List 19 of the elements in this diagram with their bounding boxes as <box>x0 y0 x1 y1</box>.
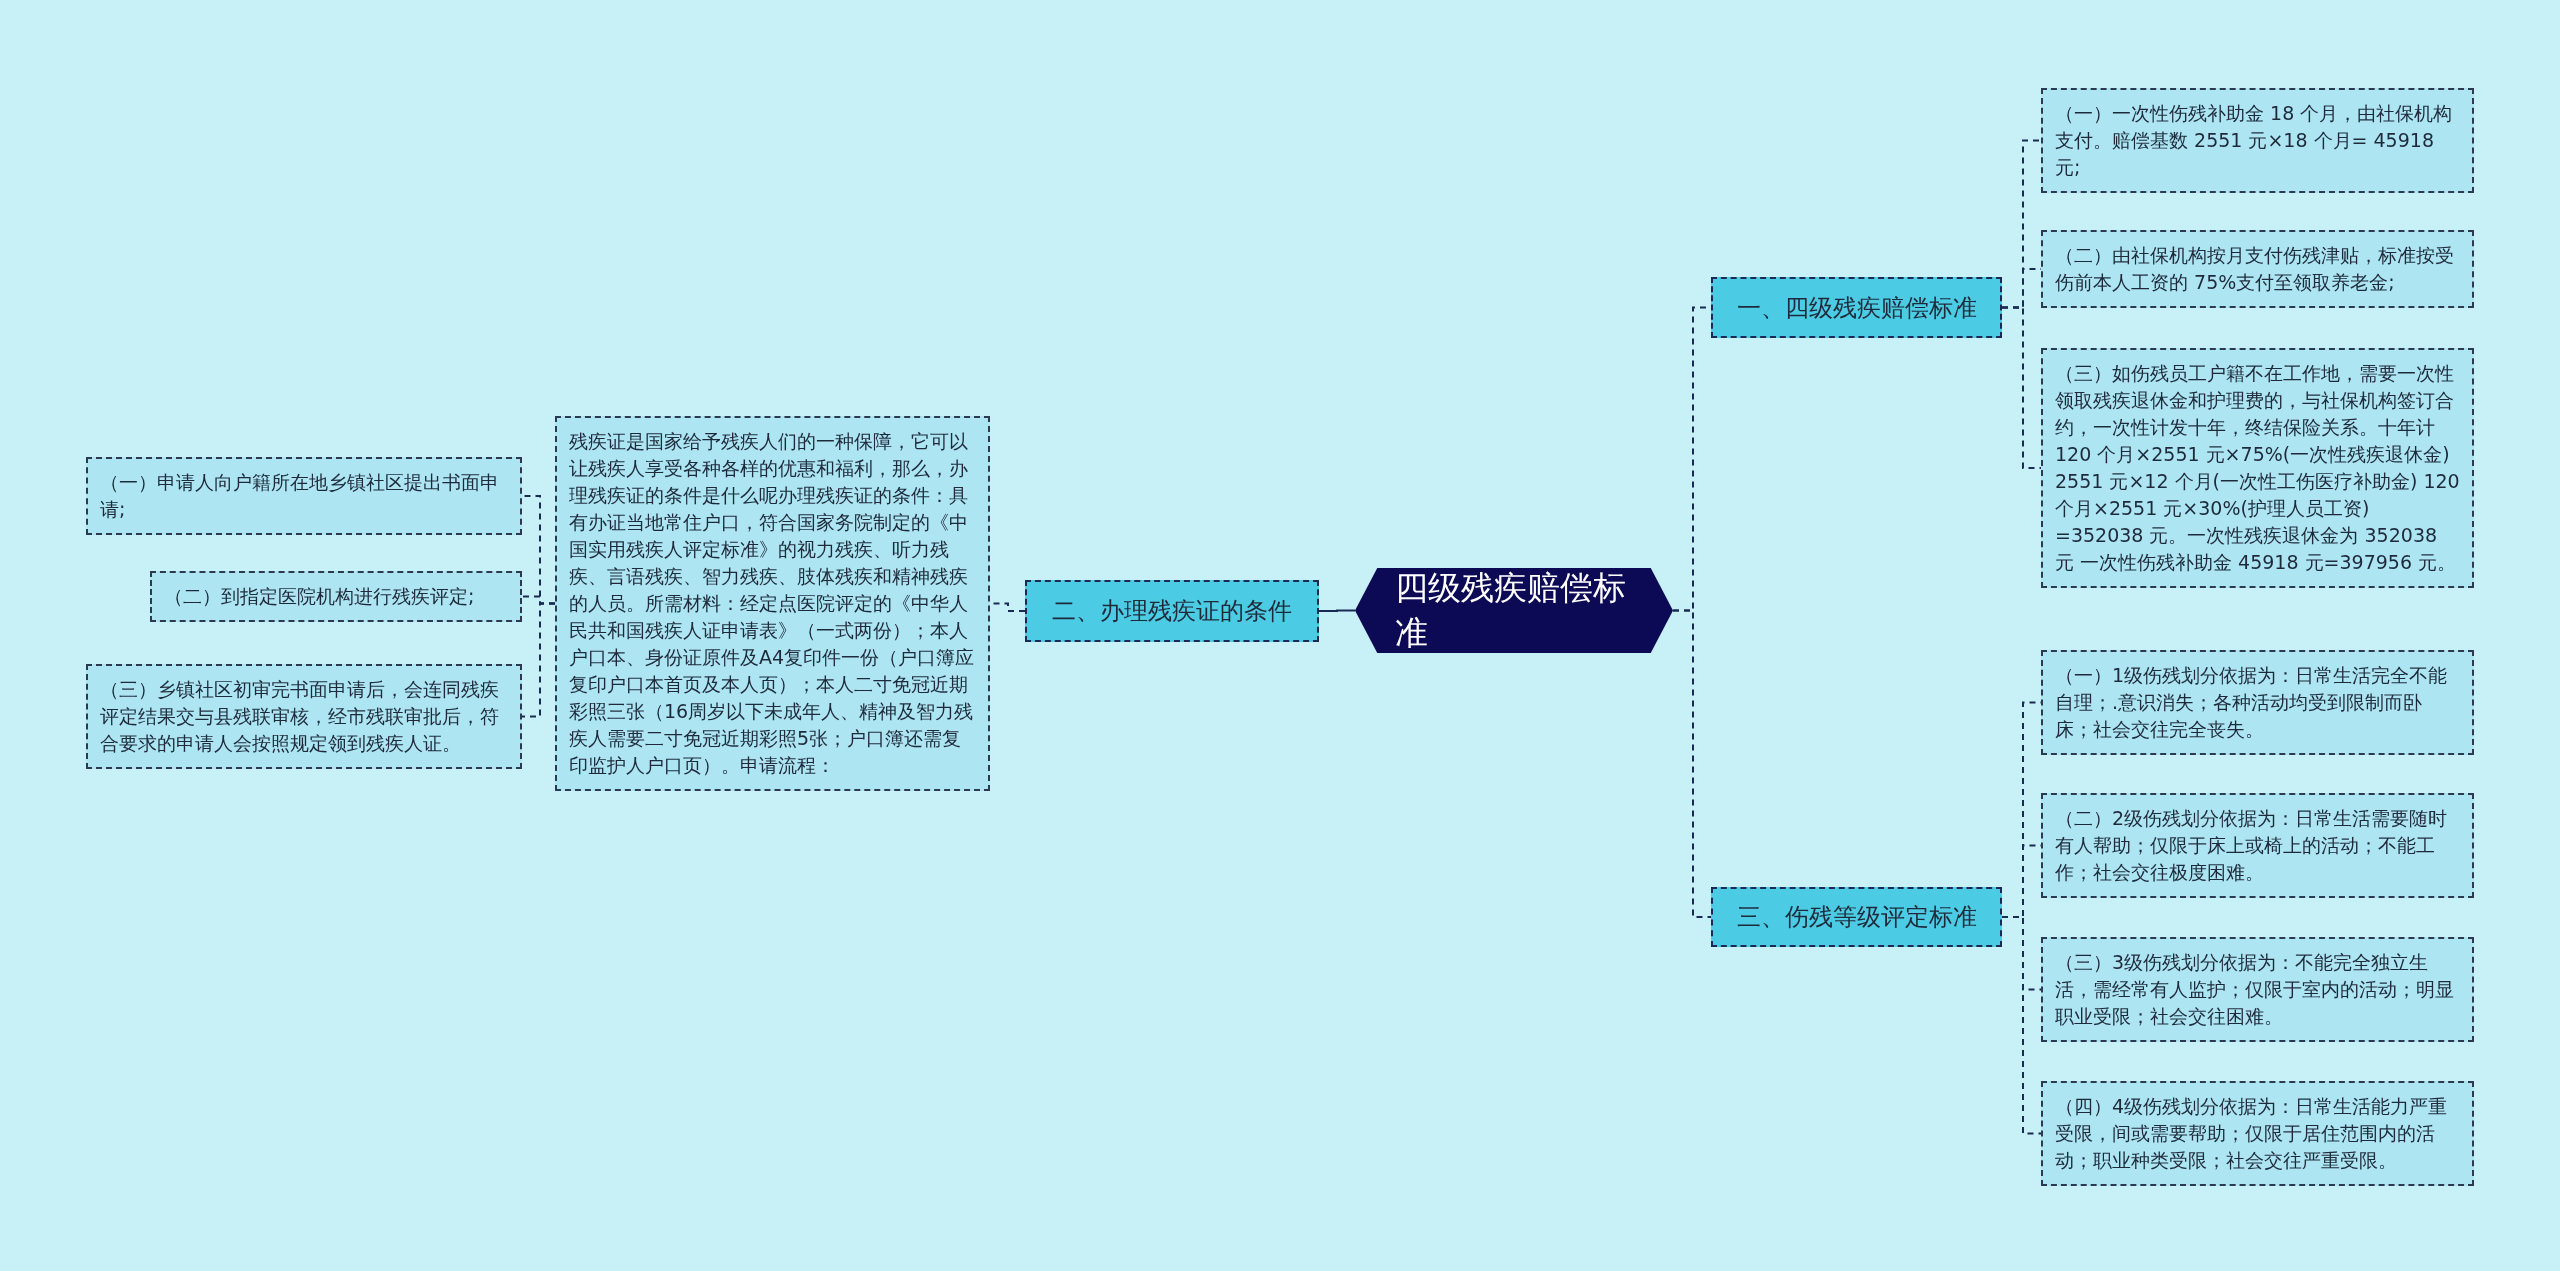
connector-line <box>2001 916 2042 1135</box>
note-box: （二）到指定医院机构进行残疾评定; <box>150 571 522 622</box>
note-box: （三）如伤残员工户籍不在工作地，需要一次性领取残疾退休金和护理费的，与社保机构签订合约，一次性计发十年，终结保险关系。十年计 120 个月×2551 元×75%(一次性残疾退休金) 2551 元×12 个月(一次性工伤医疗补助金) 120 个月×2551 元×30%(护理人员工资) =352038 元。一次性残疾退休金为 352038 元 一次性伤残补助金 45918 元=397956 元。 <box>2041 348 2474 588</box>
note-box: （三）3级伤残划分依据为：不能完全独立生活，需经常有人监护；仅限于室内的活动；明显职业受限；社会交往困难。 <box>2041 937 2474 1042</box>
connector-line <box>1318 609 1356 612</box>
note-box: （三）乡镇社区初审完书面申请后，会连同残疾评定结果交与县残联审核，经市残联审批后，符合要求的申请人会按照规定领到残疾人证。 <box>86 664 522 769</box>
note-box: （一）1级伤残划分依据为：日常生活完全不能自理；.意识消失；各种活动均受到限制而卧床；社会交往完全丧失。 <box>2041 650 2474 755</box>
note-box: （一）一次性伤残补助金 18 个月，由社保机构支付。赔偿基数 2551 元×18 个月= 45918 元; <box>2041 88 2474 193</box>
note-box: （二）2级伤残划分依据为：日常生活需要随时有人帮助；仅限于床上或椅上的活动；不能工作；社会交往极度困难。 <box>2041 793 2474 898</box>
connector-line <box>521 602 556 718</box>
branch-topic-box: 二、办理残疾证的条件 <box>1025 580 1319 642</box>
connector-line <box>2001 306 2042 469</box>
note-box: （一）申请人向户籍所在地乡镇社区提出书面申请; <box>86 457 522 535</box>
note-box: 残疾证是国家给予残疾人们的一种保障，它可以让残疾人享受各种各样的优惠和福利，那么，办理残疾证的条件是什么呢办理残疾证的条件：具有办证当地常住户口，符合国家务院制定的《中国实用残疾人评定标准》的视力残疾、听力残疾、言语残疾、智力残疾、肢体残疾和精神残疾的人员。所需材料：经定点医院评定的《中华人民共和国残疾人证申请表》（一式两份）；本人户口本、身份证原件及A4复印件一份（户口簿应复印户口本首页及本人页）；本人二寸免冠近期彩照三张（16周岁以下未成年人、精神及智力残疾人需要二寸免冠近期彩照5张；户口簿还需复印监护人户口页）。申请流程： <box>555 416 990 791</box>
branch-topic-box: 一、四级残疾赔偿标准 <box>1711 277 2002 338</box>
branch-topic-box: 三、伤残等级评定标准 <box>1711 887 2002 947</box>
connector-line <box>1672 609 1712 918</box>
note-box: （二）由社保机构按月支付伤残津贴，标准按受伤前本人工资的 75%支付至领取养老金; <box>2041 230 2474 308</box>
note-box: （四）4级伤残划分依据为：日常生活能力严重受限，间或需要帮助；仅限于居住范围内的活动；职业种类受限；社会交往严重受限。 <box>2041 1081 2474 1186</box>
